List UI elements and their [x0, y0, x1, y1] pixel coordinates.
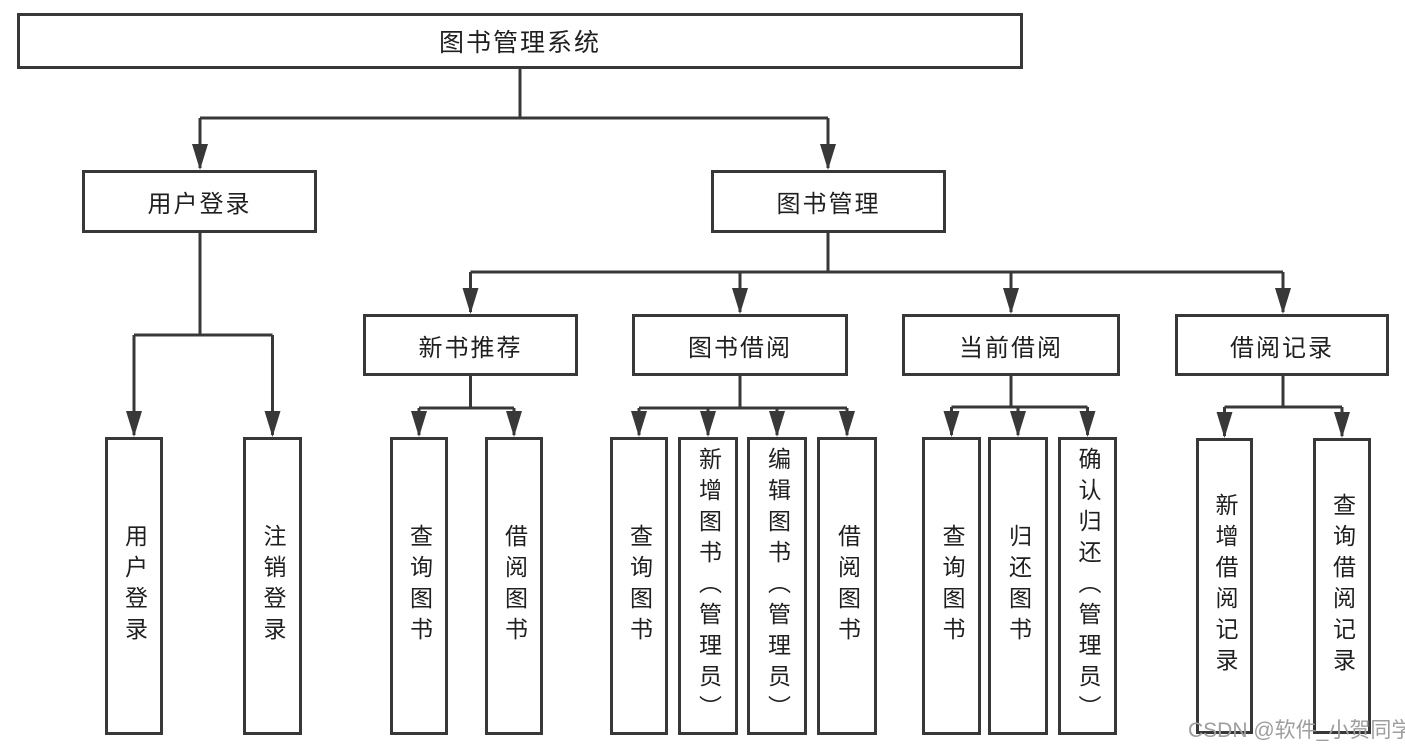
node-library-management-system: 图书管理系统	[17, 13, 1023, 69]
node-label: 新书推荐	[418, 334, 523, 362]
leaf-logout: 注销登录	[243, 437, 302, 735]
leaf-user-login: 用户登录	[105, 437, 163, 735]
node-current-borrowing: 当前借阅	[902, 314, 1120, 376]
node-label: 查询图书	[626, 524, 653, 648]
node-label: 图书借阅	[688, 334, 792, 362]
leaf-confirm-return-admin: 确认归还（管理员）	[1058, 437, 1117, 735]
leaf-edit-books-admin: 编辑图书（管理员）	[747, 437, 807, 735]
leaf-borrow-books: 借阅图书	[817, 437, 877, 735]
node-user-login: 用户登录	[82, 170, 317, 233]
node-label: 注销登录	[260, 524, 286, 648]
node-label: 借阅记录	[1230, 334, 1334, 362]
node-label: 用户登录	[121, 524, 148, 648]
leaf-return-books: 归还图书	[988, 437, 1048, 735]
leaf-query-books-current: 查询图书	[922, 437, 981, 735]
node-book-management: 图书管理	[711, 170, 946, 233]
node-label: 新增借阅记录	[1212, 493, 1238, 679]
node-label: 查询借阅记录	[1329, 493, 1356, 679]
node-label: 图书管理系统	[438, 29, 601, 57]
watermark: CSDN @软件_小贺同学	[1188, 719, 1405, 742]
node-label: 借阅图书	[501, 524, 528, 648]
node-label: 查询图书	[406, 524, 433, 648]
node-borrowing-records: 借阅记录	[1175, 314, 1389, 376]
leaf-query-books-borrowing: 查询图书	[610, 437, 668, 735]
node-label: 确认归还（管理员）	[1075, 446, 1101, 726]
node-label: 查询图书	[939, 524, 965, 648]
node-label: 归还图书	[1005, 524, 1032, 648]
node-label: 借阅图书	[834, 524, 861, 648]
node-label: 编辑图书（管理员）	[764, 446, 791, 726]
node-label: 新增图书（管理员）	[695, 446, 722, 726]
node-book-borrowing: 图书借阅	[632, 314, 848, 376]
node-label: 图书管理	[776, 191, 881, 218]
leaf-borrow-books-recommend: 借阅图书	[485, 437, 543, 735]
leaf-add-borrow-record: 新增借阅记录	[1196, 438, 1253, 734]
node-label: 用户登录	[147, 191, 252, 218]
node-new-book-recommendation: 新书推荐	[363, 314, 578, 376]
node-label: 当前借阅	[959, 334, 1063, 362]
leaf-query-borrow-record: 查询借阅记录	[1313, 438, 1371, 734]
leaf-add-books-admin: 新增图书（管理员）	[678, 437, 738, 735]
leaf-query-books-recommend: 查询图书	[390, 437, 448, 735]
